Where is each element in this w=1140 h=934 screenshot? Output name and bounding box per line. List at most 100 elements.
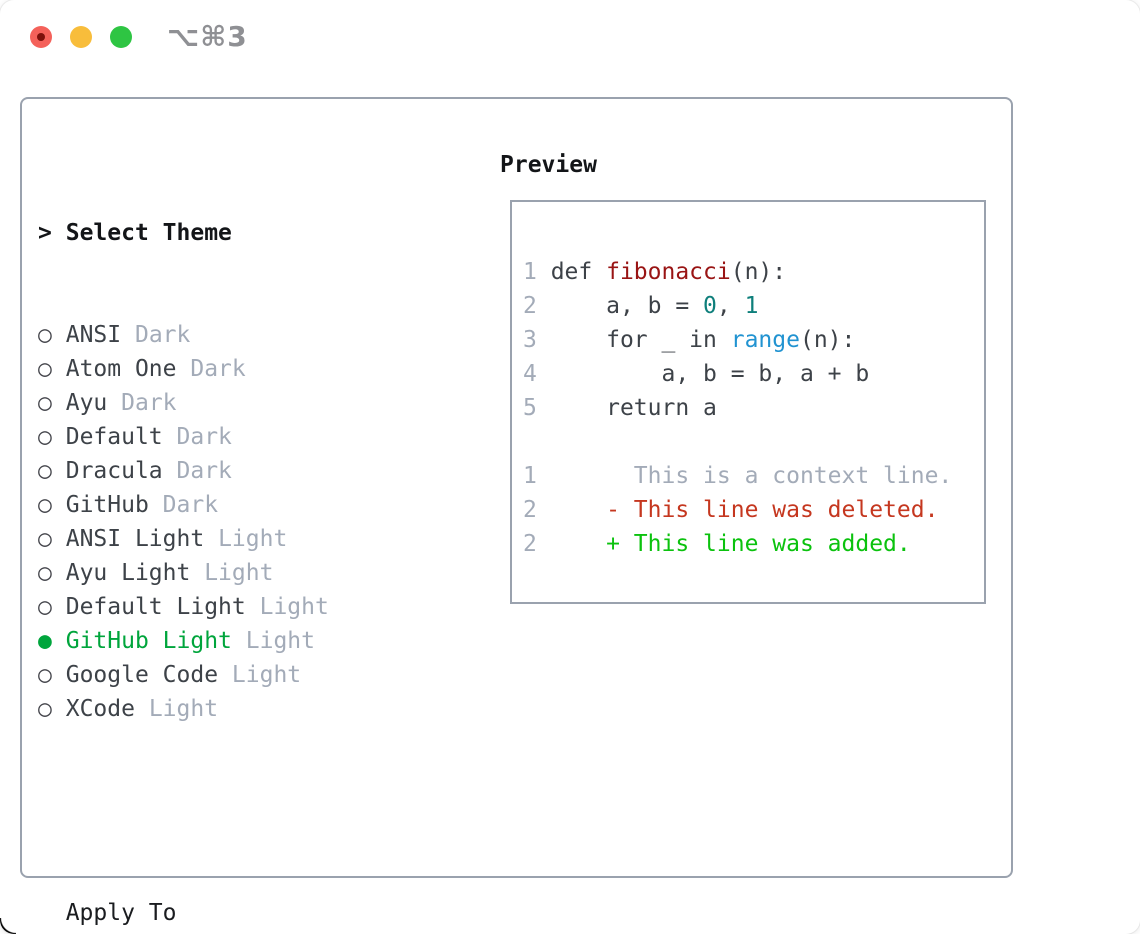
radio-icon: ○ xyxy=(38,390,52,416)
code-segment: 1 xyxy=(744,293,759,319)
code-segment: + This line was added. xyxy=(550,531,911,557)
theme-name: Atom One xyxy=(65,356,177,382)
code-line: 3 for _ in range(n): xyxy=(523,323,952,357)
theme-option[interactable]: ○ Default Light Light xyxy=(38,590,426,624)
theme-name: GitHub xyxy=(65,492,149,518)
theme-variant: Dark xyxy=(134,322,191,348)
preview-title: Preview xyxy=(500,152,597,178)
theme-option[interactable]: ○ Ayu Dark xyxy=(38,386,426,420)
code-line: 4 a, b = b, a + b xyxy=(523,357,952,391)
radio-icon: ○ xyxy=(38,458,52,484)
radio-icon: ○ xyxy=(38,356,52,382)
line-number: 1 xyxy=(523,259,551,285)
line-number xyxy=(523,429,551,455)
theme-variant: Light xyxy=(245,628,315,654)
radio-icon: ○ xyxy=(38,424,52,450)
code-line: 1 def fibonacci(n): xyxy=(523,255,952,289)
code-line xyxy=(523,425,952,459)
theme-name: Default xyxy=(65,424,163,450)
theme-option[interactable]: ○ XCode Light xyxy=(38,692,426,726)
radio-selected-icon: ● xyxy=(38,628,52,654)
radio-icon: ○ xyxy=(38,322,52,348)
theme-selector-column: > Select Theme ○ ANSI Dark○ Atom One Dar… xyxy=(38,148,426,934)
theme-variant: Dark xyxy=(162,492,219,518)
radio-icon: ○ xyxy=(38,696,52,722)
cursor-prefix: > xyxy=(38,220,52,246)
line-number: 5 xyxy=(523,395,551,421)
theme-option[interactable]: ● GitHub Light Light xyxy=(38,624,426,658)
spacer xyxy=(38,794,426,828)
theme-option[interactable]: ○ Ayu Light Light xyxy=(38,556,426,590)
radio-icon: ○ xyxy=(38,662,52,688)
code-segment: def xyxy=(550,259,607,285)
code-line: 2 a, b = 0, 1 xyxy=(523,289,952,323)
apply-to-label: Apply To xyxy=(65,900,177,926)
select-theme-header: > Select Theme xyxy=(38,216,426,250)
line-number: 2 xyxy=(523,531,551,557)
select-theme-title: Select Theme xyxy=(65,220,232,246)
code-segment: a, b = xyxy=(550,293,704,319)
code-segment: return a xyxy=(550,395,717,421)
theme-name: Ayu Light xyxy=(65,560,191,586)
theme-name: ANSI xyxy=(65,322,122,348)
theme-variant: Light xyxy=(259,594,329,620)
minimize-button[interactable] xyxy=(70,26,92,48)
theme-variant: Light xyxy=(204,560,274,586)
theme-option[interactable]: ○ GitHub Dark xyxy=(38,488,426,522)
theme-variant: Dark xyxy=(121,390,177,416)
line-number: 2 xyxy=(523,293,551,319)
maximize-button[interactable] xyxy=(110,26,132,48)
radio-icon: ○ xyxy=(38,492,52,518)
theme-name: Google Code xyxy=(65,662,219,688)
radio-icon: ○ xyxy=(38,560,52,586)
code-segment: 0 xyxy=(703,293,717,319)
theme-option[interactable]: ○ Default Dark xyxy=(38,420,426,454)
radio-icon: ○ xyxy=(38,526,52,552)
code-segment: a, b = b, a + b xyxy=(550,361,870,387)
theme-variant: Dark xyxy=(176,458,232,484)
code-segment: range xyxy=(730,327,800,353)
theme-option[interactable]: ○ ANSI Dark xyxy=(38,318,426,352)
window-titlebar: ⌥⌘3 xyxy=(0,0,1140,80)
theme-variant: Light xyxy=(231,662,302,688)
theme-list: ○ ANSI Dark○ Atom One Dark○ Ayu Dark○ De… xyxy=(38,318,426,726)
line-number: 2 xyxy=(523,497,551,523)
theme-option[interactable]: ○ Atom One Dark xyxy=(38,352,426,386)
code-line: 1 This is a context line. xyxy=(523,459,952,493)
radio-icon: ○ xyxy=(38,594,52,620)
theme-option[interactable]: ○ Google Code Light xyxy=(38,658,426,692)
apply-to-header: Apply To xyxy=(38,896,426,930)
theme-name: Dracula xyxy=(65,458,163,484)
theme-option[interactable]: ○ Dracula Dark xyxy=(38,454,426,488)
theme-name: XCode xyxy=(65,696,135,722)
theme-name: ANSI Light xyxy=(65,526,205,552)
code-segment: , xyxy=(716,293,745,319)
code-segment: - This line was deleted. xyxy=(550,497,939,523)
code-segment: (n): xyxy=(799,327,856,353)
theme-name: Ayu xyxy=(65,390,108,416)
theme-variant: Light xyxy=(218,526,288,552)
code-segment: for _ in xyxy=(550,327,731,353)
theme-option[interactable]: ○ ANSI Light Light xyxy=(38,522,426,556)
code-segment: This is a context line. xyxy=(550,463,953,489)
line-number: 1 xyxy=(523,463,551,489)
code-segment: fibonacci xyxy=(606,259,731,285)
close-button[interactable] xyxy=(30,26,52,48)
theme-variant: Light xyxy=(148,696,219,722)
screen-corner xyxy=(0,918,16,934)
theme-variant: Dark xyxy=(176,424,232,450)
theme-variant: Dark xyxy=(190,356,246,382)
close-button-dot xyxy=(37,33,45,41)
theme-selector-panel: > Select Theme ○ ANSI Dark○ Atom One Dar… xyxy=(20,97,1013,926)
theme-name: Default Light xyxy=(65,594,246,620)
code-line: 2 + This line was added. xyxy=(523,527,952,561)
window-title: ⌥⌘3 xyxy=(167,20,248,53)
line-number: 4 xyxy=(523,361,551,387)
code-segment: (n): xyxy=(730,259,787,285)
code-line: 2 - This line was deleted. xyxy=(523,493,952,527)
theme-name: GitHub Light xyxy=(65,628,232,654)
line-number: 3 xyxy=(523,327,551,353)
